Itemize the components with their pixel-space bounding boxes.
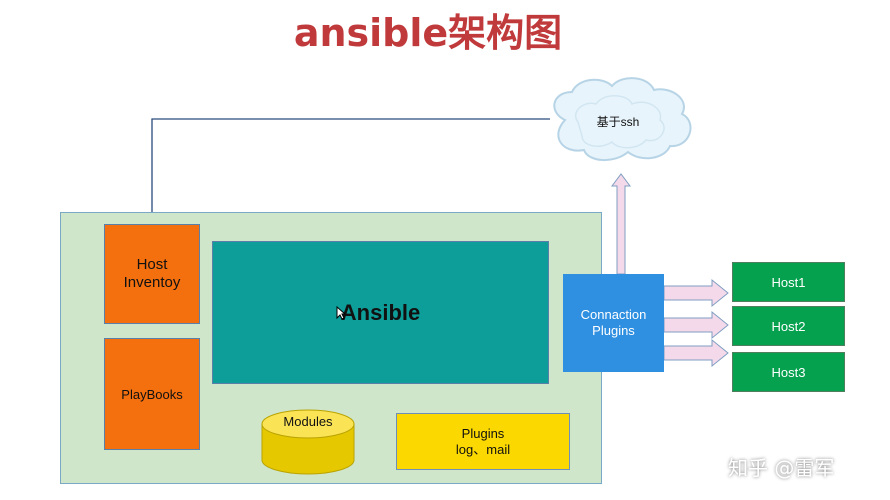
plugins-line2: log、mail bbox=[455, 441, 511, 457]
host-inventory-line2: Inventoy bbox=[123, 274, 181, 291]
connection-plugins-line2: Plugins bbox=[592, 323, 635, 338]
ansible-core-label: Ansible bbox=[340, 299, 421, 325]
plugins-line1: Plugins bbox=[461, 425, 505, 441]
host-box-2: Host2 bbox=[732, 306, 845, 346]
plugins-box: Plugins log、mail bbox=[396, 413, 570, 470]
watermark: 知乎 @雷军 bbox=[728, 456, 835, 480]
arrow-to-host1 bbox=[663, 278, 729, 308]
playbooks-box: PlayBooks bbox=[104, 338, 200, 450]
ansible-core-box: Ansible bbox=[212, 241, 549, 384]
connection-plugins-line1: Connaction bbox=[580, 307, 647, 322]
cloud-label: 基于ssh bbox=[596, 115, 640, 129]
arrow-to-host2 bbox=[663, 310, 729, 340]
host-box-3: Host3 bbox=[732, 352, 845, 392]
modules-label: Modules bbox=[283, 414, 333, 429]
host-box-1: Host1 bbox=[732, 262, 845, 302]
arrow-to-host3 bbox=[663, 338, 729, 368]
playbooks-label: PlayBooks bbox=[121, 386, 183, 402]
mouse-cursor-icon bbox=[336, 306, 346, 320]
host-label-1: Host1 bbox=[771, 274, 806, 290]
host-inventory-line1: Host bbox=[136, 256, 168, 273]
host-inventory-box: Host Inventoy bbox=[104, 224, 200, 324]
connection-plugins-box: Connaction Plugins bbox=[563, 274, 664, 372]
ssh-link-line bbox=[146, 118, 550, 224]
cloud-icon bbox=[553, 77, 692, 161]
diagram-title: ansible架构图 bbox=[293, 11, 563, 55]
host-label-3: Host3 bbox=[771, 364, 806, 380]
host-label-2: Host2 bbox=[771, 318, 806, 334]
up-arrow bbox=[611, 173, 631, 275]
